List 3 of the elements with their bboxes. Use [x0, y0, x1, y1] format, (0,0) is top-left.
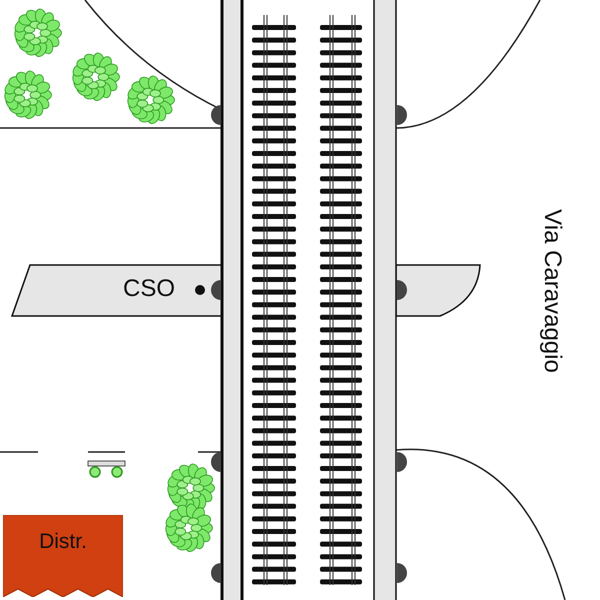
street-name: Via Caravaggio: [538, 209, 566, 373]
place-label: CSO: [123, 275, 176, 303]
station-label: Distr.: [38, 529, 88, 554]
